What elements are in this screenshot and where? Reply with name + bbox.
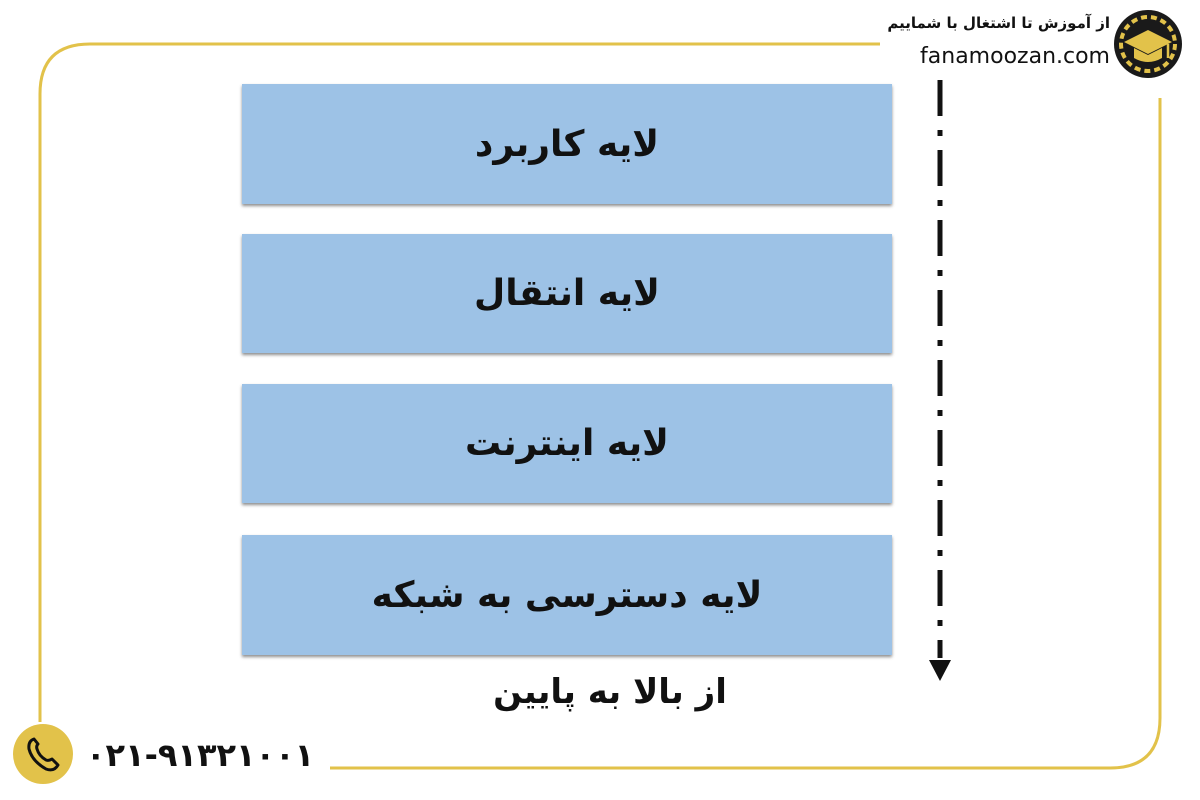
phone-icon[interactable] bbox=[12, 723, 74, 785]
frame-top-line bbox=[38, 42, 880, 722]
brand-tagline: از آموزش تا اشتغال با شماییم bbox=[887, 14, 1110, 32]
layer-label: لایه انتقال bbox=[474, 273, 660, 314]
phone-number[interactable]: ۰۲۱-۹۱۳۲۱۰۰۱ bbox=[86, 736, 315, 774]
layer-box-transport: لایه انتقال bbox=[242, 234, 892, 353]
brand-url[interactable]: fanamoozan.com bbox=[920, 44, 1110, 69]
layer-box-network-access: لایه دسترسی به شبکه bbox=[242, 535, 892, 655]
direction-caption: از بالا به پایین bbox=[493, 672, 727, 712]
layer-box-internet: لایه اینترنت bbox=[242, 384, 892, 503]
frame-right-line bbox=[330, 98, 1162, 770]
layer-label: لایه کاربرد bbox=[474, 123, 660, 165]
graduation-cap-logo-icon bbox=[1114, 10, 1182, 78]
direction-arrowhead bbox=[929, 660, 951, 681]
layer-box-application: لایه کاربرد bbox=[242, 84, 892, 204]
layer-label: لایه اینترنت bbox=[465, 423, 669, 464]
layer-label: لایه دسترسی به شبکه bbox=[371, 574, 763, 616]
